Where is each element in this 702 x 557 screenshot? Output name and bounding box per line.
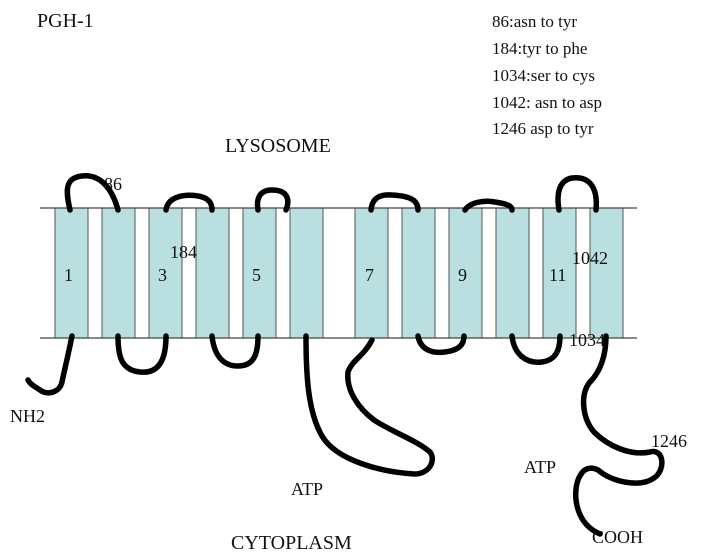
site-label-86: 86 — [104, 174, 122, 194]
cytoplasmic-loops — [28, 336, 662, 534]
c-terminal-tail-atp — [576, 336, 662, 534]
helix-2 — [102, 208, 135, 338]
mutation-legend: 86:asn to tyr 184:tyr to phe 1034:ser to… — [492, 12, 602, 138]
loop-4-5 — [212, 336, 258, 366]
loop-5-6 — [258, 190, 288, 210]
c-terminus-label: COOH — [592, 527, 643, 547]
site-label-1034: 1034 — [569, 330, 605, 350]
loop-2-3 — [118, 336, 166, 372]
mutation-item: 1034:ser to cys — [492, 66, 595, 85]
helix-8 — [402, 208, 435, 338]
atp-label: ATP — [291, 479, 323, 499]
site-label-184: 184 — [170, 242, 197, 262]
diagram-title: PGH-1 — [37, 10, 94, 32]
site-label-1246: 1246 — [651, 431, 687, 451]
helix-label: 9 — [458, 265, 467, 285]
compartment-cytoplasm: CYTOPLASM — [231, 532, 352, 554]
mutation-item: 1246 asp to tyr — [492, 119, 594, 138]
helix-4 — [196, 208, 229, 338]
loop-11-12 — [558, 178, 596, 210]
atp-label: ATP — [524, 457, 556, 477]
helix-6 — [290, 208, 323, 338]
site-label-1042: 1042 — [572, 248, 608, 268]
helix-label: 11 — [549, 265, 566, 285]
n-terminal-tail — [28, 336, 72, 393]
loop-10-11 — [512, 336, 560, 362]
mutation-item: 1042: asn to asp — [492, 93, 602, 112]
helix-12 — [590, 208, 623, 338]
n-terminus-label: NH2 — [10, 406, 45, 426]
helix-label: 5 — [252, 265, 261, 285]
mutation-item: 86:asn to tyr — [492, 12, 577, 31]
compartment-lysosome: LYSOSOME — [225, 135, 331, 157]
helix-10 — [496, 208, 529, 338]
mutation-item: 184:tyr to phe — [492, 39, 587, 58]
helix-label: 1 — [64, 265, 73, 285]
helix-label: 7 — [365, 265, 374, 285]
transmembrane-helices — [55, 208, 623, 338]
lysosomal-loops — [67, 176, 596, 210]
loop-6-7-atp — [306, 336, 432, 474]
helix-label: 3 — [158, 265, 167, 285]
